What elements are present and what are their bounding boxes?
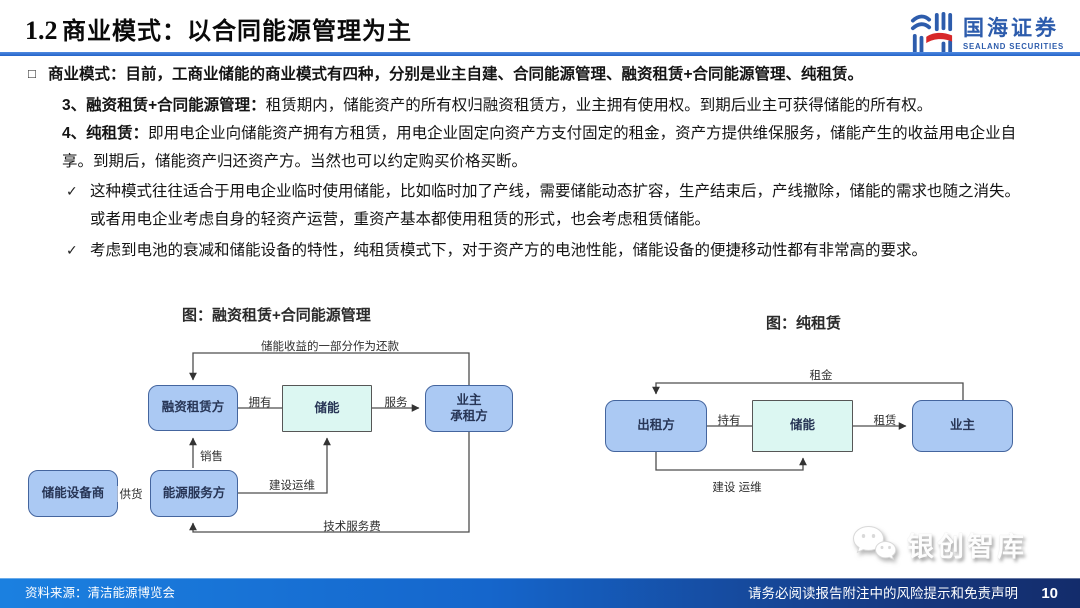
- edge-label-build-om-right: 建设 运维: [712, 482, 762, 494]
- node-energy-service: 能源服务方: [150, 470, 238, 517]
- body-line-7: ✓ 考虑到电池的衰减和储能设备的特性，纯租赁模式下，对于资产方的电池性能，储能设备…: [66, 241, 927, 260]
- node-label: 能源服务方: [162, 485, 226, 500]
- watermark: 银创智库: [851, 524, 1027, 564]
- node-label: 承租方: [450, 408, 488, 423]
- note1-text-wrap: 或者用电企业考虑自身的轻资产运营，重资产基本都使用租赁的形式，也会考虑租赁储能。: [90, 211, 711, 228]
- disclaimer-text: 请务必阅读报告附注中的风险提示和免责声明: [748, 586, 1018, 601]
- item4-desc-wrap: 享。到期后，储能资产归还资产方。当然也可以约定购买价格买断。: [62, 153, 528, 170]
- node-equipment-vendor: 储能设备商: [28, 470, 118, 517]
- node-owner: 业主: [912, 400, 1013, 452]
- left-diagram-title: 图：融资租赁+合同能源管理: [182, 307, 371, 324]
- right-diagram-title: 图：纯租赁: [766, 315, 842, 332]
- check-icon: ✓: [66, 242, 78, 258]
- brand-logo: 国海证券 SEALAND SECURITIES: [909, 12, 1064, 56]
- node-label: 业主: [949, 418, 975, 433]
- node-label: 业主: [456, 392, 482, 407]
- page-title-text: 商业模式：以合同能源管理为主: [61, 18, 412, 45]
- logo-name-en: SEALAND SECURITIES: [962, 41, 1064, 51]
- edge-label-build-om: 建设运维: [269, 480, 315, 492]
- page-title-number: 1.2: [25, 16, 58, 45]
- item3-prefix: 3、: [62, 97, 87, 114]
- body-line-3: 4、纯租赁：即用电企业向储能资产拥有方租赁，用电企业固定向资产方支付固定的租金，…: [62, 124, 1016, 143]
- body-line-6: 或者用电企业考虑自身的轻资产运营，重资产基本都使用租赁的形式，也会考虑租赁储能。: [90, 210, 710, 229]
- check-icon: ✓: [66, 183, 78, 199]
- item4-prefix: 4、: [62, 125, 87, 142]
- body-line-1: □ 商业模式：目前，工商业储能的商业模式有四种，分别是业主自建、合同能源管理、融资…: [28, 64, 863, 84]
- body-line-5: ✓ 这种模式往往适合于用电企业临时使用储能，比如临时加了产线，需要储能动态扩容，生…: [66, 182, 1020, 201]
- edge-label-lease: 租赁: [873, 415, 897, 427]
- note2-text: 考虑到电池的衰减和储能设备的特性，纯租赁模式下，对于资产方的电池性能，储能设备的…: [90, 242, 928, 259]
- note1-text: 这种模式往往适合于用电企业临时使用储能，比如临时加了产线，需要储能动态扩容，生产…: [90, 183, 1021, 200]
- body-line-2: 3、融资租赁+合同能源管理：租赁期内，储能资产的所有权归融资租赁方，业主拥有使用…: [62, 96, 932, 115]
- edge-label-hold: 持有: [717, 415, 741, 427]
- sealand-securities-icon: [910, 12, 953, 56]
- node-finance-lessor: 融资租赁方: [148, 385, 238, 431]
- node-lessor: 出租方: [605, 400, 707, 452]
- node-label: 储能: [789, 418, 815, 433]
- edge-label-repayment: 储能收益的一部分作为还款: [261, 341, 399, 353]
- node-owner-tenant: 业主 承租方: [425, 385, 513, 432]
- title-underline: [0, 52, 1080, 56]
- item3-term: 融资租赁+合同能源管理：: [86, 97, 266, 114]
- edge-label-serve: 服务: [384, 397, 408, 409]
- node-label: 出租方: [637, 418, 675, 433]
- item4-term: 纯租赁：: [86, 125, 149, 142]
- square-bullet-icon: □: [28, 66, 36, 81]
- wechat-icon: [852, 525, 897, 561]
- logo-wordmark: 国海证券 SEALAND SECURITIES: [963, 18, 1064, 51]
- node-label: 储能设备商: [41, 485, 105, 500]
- source-note: 资料来源：清洁能源博览会: [25, 586, 176, 600]
- footer-bar: 资料来源：清洁能源博览会 请务必阅读报告附注中的风险提示和免责声明 10: [0, 578, 1080, 608]
- node-storage-left: 储能: [282, 385, 372, 432]
- page-number: 10: [1041, 585, 1058, 602]
- body-line-1-text: 商业模式：目前，工商业储能的商业模式有四种，分别是业主自建、合同能源管理、融资租…: [48, 66, 864, 83]
- edge-label-tech-fee: 技术服务费: [323, 521, 381, 533]
- watermark-text: 银创智库: [907, 531, 1027, 562]
- node-label: 融资租赁方: [161, 400, 225, 415]
- page-title: 1.2 商业模式：以合同能源管理为主: [25, 11, 412, 46]
- logo-name-cn: 国海证券: [962, 16, 1059, 40]
- edge-label-own: 拥有: [248, 397, 272, 409]
- edge-label-rent: 租金: [809, 370, 833, 382]
- edge-label-supply: 供货: [117, 486, 145, 502]
- body-line-4: 享。到期后，储能资产归还资产方。当然也可以约定购买价格买断。: [62, 152, 527, 171]
- node-label: 储能: [314, 400, 340, 415]
- node-storage-right: 储能: [752, 400, 853, 452]
- edge-label-sale: 销售: [200, 451, 223, 463]
- item4-desc: 即用电企业向储能资产拥有方租赁，用电企业固定向资产方支付固定的租金，资产方提供维…: [148, 125, 1017, 142]
- item3-desc: 租赁期内，储能资产的所有权归融资租赁方，业主拥有使用权。到期后业主可获得储能的所…: [265, 97, 933, 114]
